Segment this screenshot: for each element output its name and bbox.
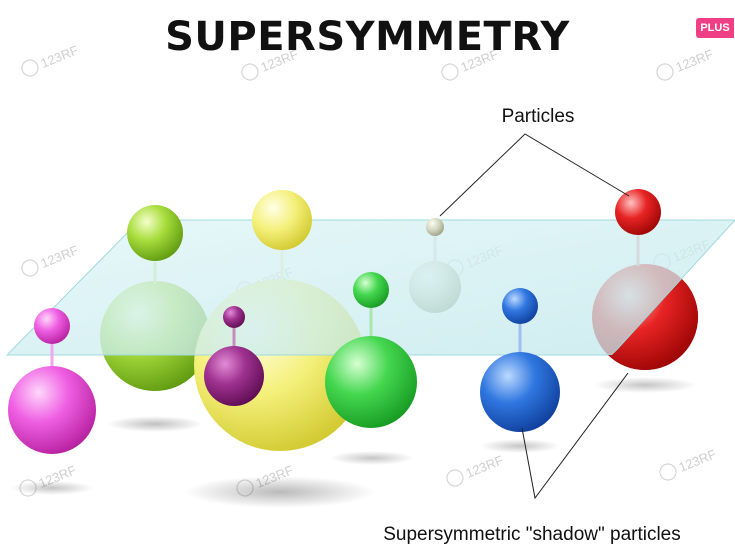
- page-title: SUPERSYMMETRY: [165, 14, 570, 60]
- particle-red: [615, 189, 661, 235]
- particles: [34, 189, 661, 344]
- watermark-text: 123RF: [677, 446, 719, 475]
- shadow-particle-blue: [480, 352, 560, 432]
- particle-green: [353, 272, 389, 308]
- front-shadow-particles: [8, 308, 560, 454]
- watermark-text: 123RF: [39, 242, 81, 271]
- particle-pink: [34, 308, 70, 344]
- particle-blue: [502, 288, 538, 324]
- plus-badge[interactable]: PLUS: [696, 18, 734, 38]
- leader-lines: [439, 133, 630, 500]
- particles-label: Particles: [502, 106, 575, 127]
- particle-grey: [426, 218, 444, 236]
- shadow-particle-purple: [204, 346, 264, 406]
- shadow-particles-label: Supersymmetric "shadow" particles: [383, 524, 681, 545]
- shadow-particle-green: [325, 336, 417, 428]
- watermark-text: 123RF: [464, 452, 506, 481]
- floor-shadows: [10, 377, 697, 508]
- shadow-particle-pink: [8, 366, 96, 454]
- particle-lime: [127, 205, 183, 261]
- particle-purple: [223, 306, 245, 328]
- particle-yellow: [252, 190, 312, 250]
